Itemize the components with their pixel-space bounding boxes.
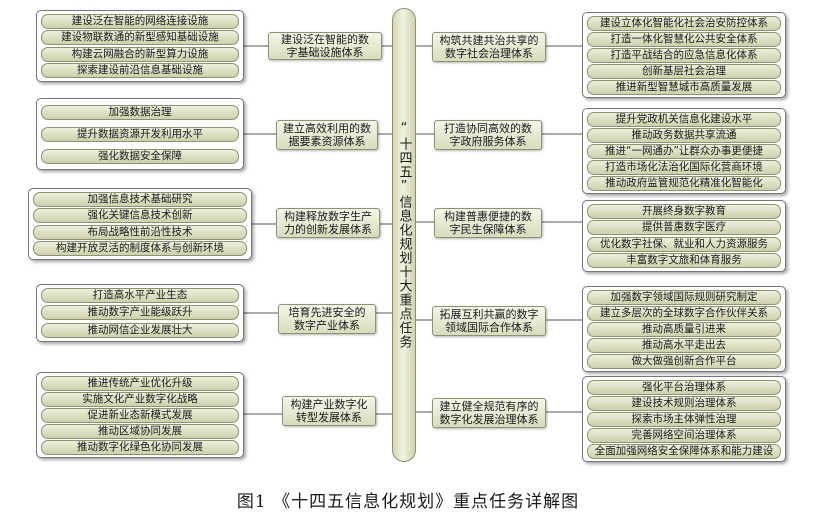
- list-item: 加强信息技术基础研究: [33, 191, 247, 207]
- list-item: 开展终身数字教育: [587, 203, 781, 219]
- list-item: 推进“一网通办”让群众办事更便捷: [587, 143, 781, 159]
- list-item: 提升党政机关信息化建设水平: [587, 111, 781, 127]
- list-item: 打造市场化法治化国际化营商环境: [587, 159, 781, 175]
- list-item: 建设技术规则治理体系: [587, 395, 781, 411]
- right-group-5-items: 强化平台治理体系 建设技术规则治理体系 探索市场主体弹性治理 完善网络空间治理体…: [582, 376, 786, 462]
- list-item: 加强数字领域国际规则研究制定: [587, 289, 781, 305]
- left-group-4-items: 打造高水平产业生态 推动数字产业能级跃升 推动网信企业发展壮大: [36, 284, 244, 342]
- right-group-2-items: 提升党政机关信息化建设水平 推动政务数据共享流通 推进“一网通办”让群众办事更便…: [582, 108, 786, 194]
- right-category-5: 建立健全规范有序的数字化发展治理体系: [432, 398, 546, 428]
- list-item: 建立多层次的全球数字合作伙伴关系: [587, 305, 781, 321]
- list-item: 推动政府监管规范化精准化智能化: [587, 175, 781, 191]
- right-group-3-items: 开展终身数字教育 提供普惠数字医疗 优化数字社保、就业和人力资源服务 丰富数字文…: [582, 200, 786, 272]
- spine-title: “十四五”信息化规划十大重点任务: [396, 121, 412, 349]
- left-category-2: 建立高效利用的数据要素资源体系: [276, 120, 378, 150]
- list-item: 完善网络空间治理体系: [587, 427, 781, 443]
- list-item: 加强数据治理: [41, 104, 239, 120]
- list-item: 实施文化产业数字化战略: [41, 391, 239, 407]
- right-category-4: 拓展互利共赢的数字领域国际合作体系: [432, 306, 546, 336]
- list-item: 推动数字化绿色化协同发展: [41, 439, 239, 455]
- central-spine: “十四五”信息化规划十大重点任务: [392, 8, 416, 462]
- list-item: 推动网信企业发展壮大: [41, 322, 239, 338]
- left-group-1-items: 建设泛在智能的网络连接设施 建设物联数通的新型感知基础设施 构建云网融合的新型算…: [36, 10, 244, 82]
- list-item: 强化关键信息技术创新: [33, 208, 247, 224]
- right-category-3: 构建普惠便捷的数字民生保障体系: [434, 208, 542, 238]
- list-item: 推进新型智慧城市高质量发展: [587, 79, 781, 95]
- list-item: 建设立体化智能化社会治安防控体系: [587, 15, 781, 31]
- figure-caption: 图1 《十四五信息化规划》重点任务详解图: [236, 492, 580, 512]
- left-category-1: 建设泛在智能的数字基础设施体系: [268, 32, 382, 60]
- list-item: 推动数字产业能级跃升: [41, 305, 239, 321]
- left-category-5: 构建产业数字化转型发展体系: [282, 396, 376, 426]
- list-item: 构建云网融合的新型算力设施: [41, 46, 239, 62]
- list-item: 打造高水平产业生态: [41, 288, 239, 304]
- left-group-3-items: 加强信息技术基础研究 强化关键信息技术创新 布局战略性前沿性技术 构建开放灵活的…: [28, 188, 252, 260]
- right-group-1-items: 建设立体化智能化社会治安防控体系 打造一体化智慧化公共安全体系 打造平战结合的应…: [582, 12, 786, 98]
- list-item: 创新基层社会治理: [587, 63, 781, 79]
- list-item: 强化平台治理体系: [587, 379, 781, 395]
- list-item: 优化数字社保、就业和人力资源服务: [587, 236, 781, 252]
- right-group-4-items: 加强数字领域国际规则研究制定 建立多层次的全球数字合作伙伴关系 推动高质量引进来…: [582, 286, 786, 372]
- list-item: 推动政务数据共享流通: [587, 127, 781, 143]
- list-item: 强化数据安全保障: [41, 148, 239, 164]
- list-item: 做大做强创新合作平台: [587, 353, 781, 369]
- left-group-5-items: 推进传统产业优化升级 实施文化产业数字化战略 促进新业态新模式发展 推动区域协同…: [36, 372, 244, 458]
- list-item: 提供普惠数字医疗: [587, 220, 781, 236]
- list-item: 探索市场主体弹性治理: [587, 411, 781, 427]
- left-category-3: 构建释放数字生产力的创新发展体系: [276, 208, 380, 238]
- list-item: 全面加强网络安全保障体系和能力建设: [587, 443, 781, 459]
- list-item: 建设物联数通的新型感知基础设施: [41, 30, 239, 46]
- list-item: 探索建设前沿信息基础设施: [41, 63, 239, 79]
- list-item: 打造平战结合的应急信息化体系: [587, 47, 781, 63]
- list-item: 布局战略性前沿性技术: [33, 224, 247, 240]
- left-group-2-items: 加强数据治理 提升数据资源开发利用水平 强化数据安全保障: [36, 98, 244, 170]
- list-item: 丰富数字文旅和体育服务: [587, 253, 781, 269]
- list-item: 推进传统产业优化升级: [41, 375, 239, 391]
- list-item: 打造一体化智慧化公共安全体系: [587, 31, 781, 47]
- list-item: 推动区域协同发展: [41, 423, 239, 439]
- list-item: 促进新业态新模式发展: [41, 407, 239, 423]
- right-category-1: 构筑共建共治共享的数字社会治理体系: [432, 32, 546, 62]
- list-item: 建设泛在智能的网络连接设施: [41, 13, 239, 29]
- left-category-4: 培育先进安全的数字产业体系: [278, 304, 376, 334]
- right-category-2: 打造协同高效的数字政府服务体系: [434, 120, 542, 150]
- list-item: 构建开放灵活的制度体系与创新环境: [33, 241, 247, 257]
- list-item: 推动高质量引进来: [587, 321, 781, 337]
- list-item: 提升数据资源开发利用水平: [41, 126, 239, 142]
- list-item: 推动高水平走出去: [587, 337, 781, 353]
